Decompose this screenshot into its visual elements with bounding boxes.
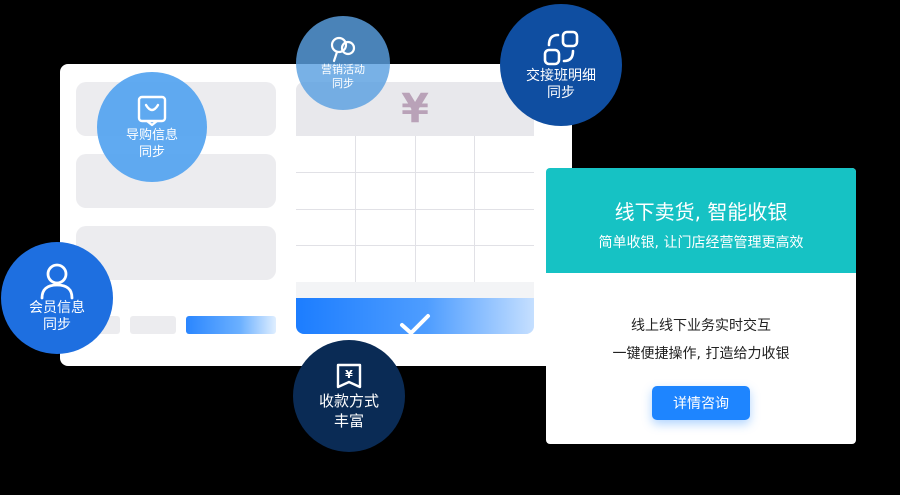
keypad-key xyxy=(296,172,355,209)
member-sync-label-1: 会员信息 xyxy=(29,300,85,316)
keypad-key xyxy=(355,172,415,209)
guide-sync-badge: 导购信息 同步 xyxy=(97,72,207,182)
keypad-key xyxy=(415,172,475,209)
people-icon xyxy=(330,36,356,63)
keypad-key xyxy=(296,209,355,246)
keypad-key xyxy=(475,246,534,282)
progress-pill xyxy=(186,316,276,334)
promo-description: 线上线下业务实时交互 一键便捷操作, 打造给力收银 xyxy=(546,312,856,368)
form-row-3 xyxy=(76,226,276,280)
keypad-key xyxy=(296,246,355,282)
keypad-key xyxy=(355,246,415,282)
marketing-sync-label-2: 同步 xyxy=(332,77,354,90)
handover-sync-label-2: 同步 xyxy=(547,85,575,101)
confirm-button[interactable] xyxy=(296,298,534,334)
member-sync-badge: 会员信息 同步 xyxy=(1,242,113,354)
promo-subtitle: 简单收银, 让门店经营管理更高效 xyxy=(598,235,804,251)
handover-sync-badge: 交接班明细 同步 xyxy=(500,4,622,126)
keypad-key xyxy=(475,172,534,209)
yen-symbol: ¥ xyxy=(401,86,429,132)
marketing-sync-badge: 营销活动 同步 xyxy=(296,16,390,110)
consult-button[interactable]: 详情咨询 xyxy=(652,386,750,420)
calculator: ¥ xyxy=(296,82,534,334)
keypad-key xyxy=(415,136,475,172)
keypad-key xyxy=(415,209,475,246)
keypad-key xyxy=(475,136,534,172)
yen-wallet-icon: ¥ xyxy=(336,363,362,389)
keypad-key xyxy=(415,246,475,282)
pos-panel: ¥ xyxy=(60,64,572,366)
handover-sync-label-1: 交接班明细 xyxy=(526,68,596,84)
member-sync-label-2: 同步 xyxy=(43,317,71,333)
guide-sync-label-2: 同步 xyxy=(138,145,165,160)
keypad-key xyxy=(355,136,415,172)
link-icon xyxy=(543,30,579,66)
promo-line-2: 一键便捷操作, 打造给力收银 xyxy=(612,346,790,362)
promo-line-1: 线上线下业务实时交互 xyxy=(631,318,771,334)
marketing-sync-label-1: 营销活动 xyxy=(321,63,365,76)
keypad-key xyxy=(355,209,415,246)
placeholder-pill xyxy=(130,316,176,334)
keypad-grid xyxy=(296,136,534,282)
keypad-key xyxy=(296,136,355,172)
payment-methods-label-1: 收款方式 xyxy=(318,392,379,410)
payment-methods-badge: ¥ 收款方式 丰富 xyxy=(293,340,405,452)
user-icon xyxy=(40,263,74,300)
svg-text:¥: ¥ xyxy=(345,368,353,381)
shopping-bag-icon xyxy=(137,95,167,127)
keypad-key xyxy=(475,209,534,246)
promo-card: 线下卖货, 智能收银 简单收银, 让门店经营管理更高效 线上线下业务实时交互 一… xyxy=(546,168,856,444)
checkmark-icon xyxy=(400,314,430,334)
promo-title: 线下卖货, 智能收银 xyxy=(614,200,788,224)
guide-sync-label-1: 导购信息 xyxy=(125,128,178,143)
payment-methods-label-2: 丰富 xyxy=(333,412,364,430)
promo-header: 线下卖货, 智能收银 简单收银, 让门店经营管理更高效 xyxy=(546,168,856,273)
